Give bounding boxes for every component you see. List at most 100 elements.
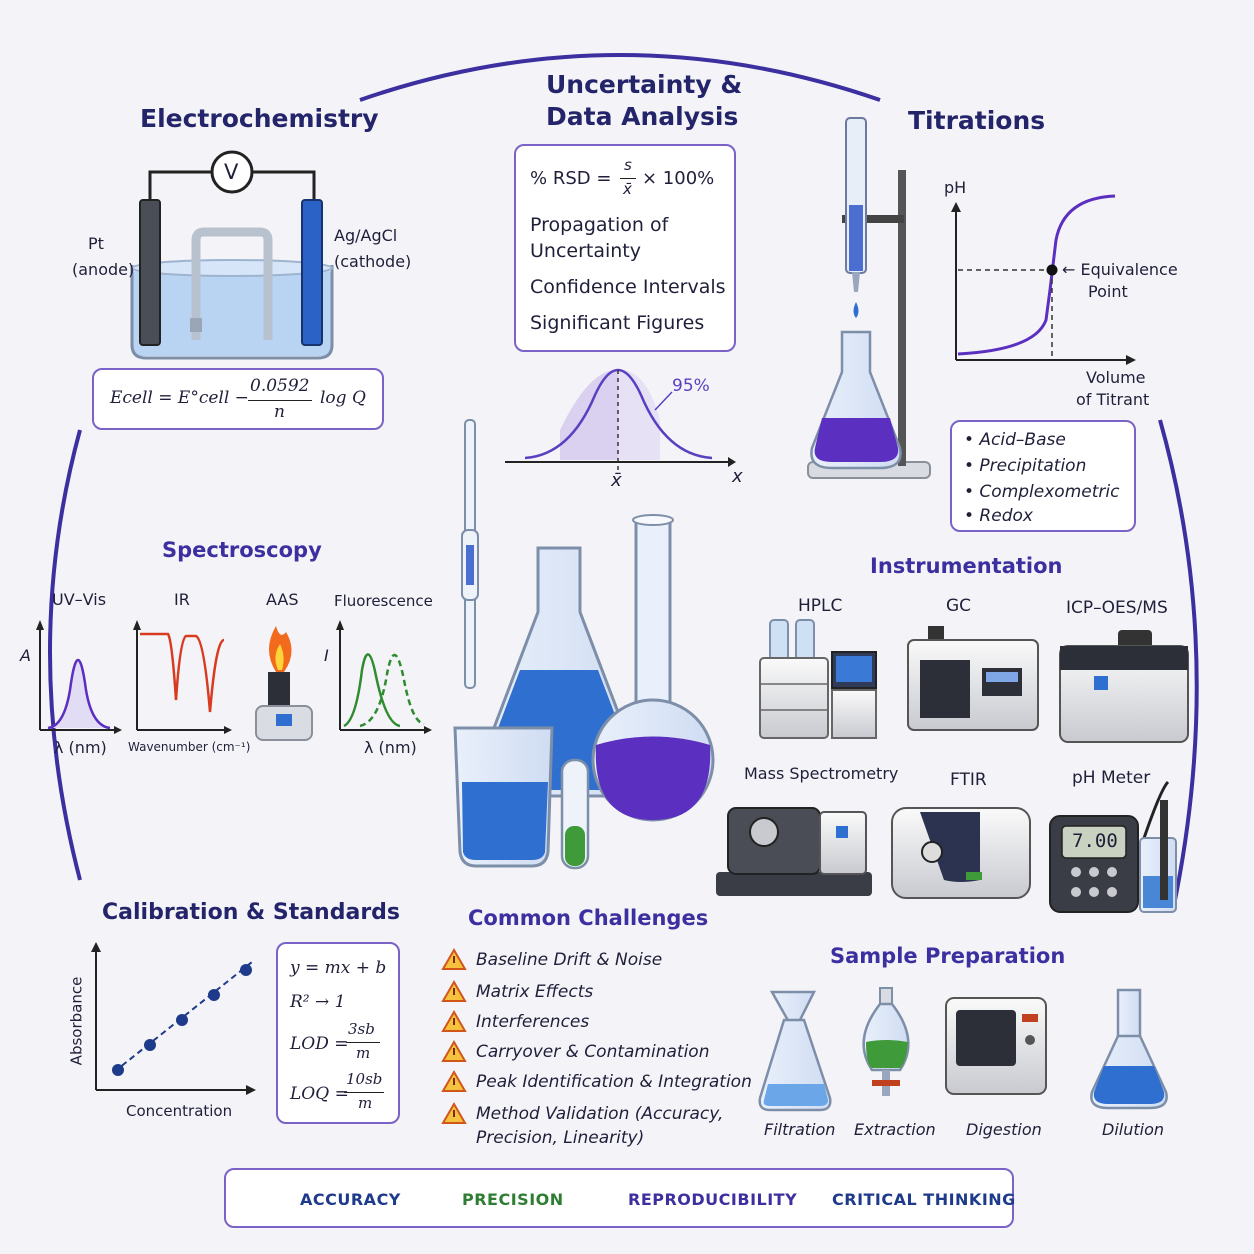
titrations-title: Titrations: [908, 106, 1046, 135]
equivalence-label-1: ← Equivalence: [1062, 260, 1178, 279]
hplc-drawing: [759, 619, 877, 739]
decorative-arc-right: [1158, 419, 1199, 901]
titration-curve: [951, 194, 1136, 365]
icp-label: ICP–OES/MS: [1066, 598, 1168, 618]
digestion-label: Digestion: [966, 1120, 1042, 1139]
cathode-label-2: (cathode): [334, 252, 412, 271]
fl-x-axis: λ (nm): [364, 738, 417, 757]
nernst-lhs: Ecell = E°cell −: [110, 388, 249, 408]
calibration-point: [240, 964, 252, 976]
central-glassware: [453, 419, 715, 870]
titration-type: • Complexometric: [964, 482, 1120, 502]
ftir-drawing: [891, 807, 1031, 899]
ir-x-axis: Wavenumber (cm⁻¹): [128, 740, 251, 754]
ir-plot: [133, 620, 232, 734]
uncertainty-title-1: Uncertainty &: [546, 70, 743, 99]
extraction-drawing: [862, 987, 910, 1096]
nernst-denominator: n: [274, 402, 285, 422]
x-axis-label: x: [732, 466, 743, 487]
filtration-label: Filtration: [764, 1120, 836, 1139]
challenge-item: Peak Identification & Integration: [476, 1072, 752, 1092]
nernst-numerator: 0.0592: [250, 376, 310, 396]
loq-label: LOQ =: [290, 1084, 349, 1104]
calibration-point: [176, 1014, 188, 1026]
challenges-title: Common Challenges: [468, 906, 709, 930]
absorbance-axis-label: Absorbance: [67, 976, 86, 1066]
warning-icons: [441, 948, 467, 1124]
lod-denominator: m: [356, 1044, 371, 1062]
electrochemistry-title: Electrochemistry: [140, 104, 379, 133]
uncertainty-title-2: Data Analysis: [546, 102, 739, 131]
r-squared: R² → 1: [290, 992, 346, 1012]
ph-reading: 7.00: [1072, 830, 1118, 852]
digestion-drawing: [945, 997, 1047, 1095]
uncertainty-item: Propagation of: [530, 214, 669, 236]
dilution-drawing: [1090, 988, 1168, 1110]
critical-thinking-label: CRITICAL THINKING: [832, 1190, 1016, 1209]
reproducibility-label: REPRODUCIBILITY: [628, 1190, 798, 1209]
challenge-item: Baseline Drift & Noise: [476, 950, 663, 970]
equivalence-label-2: Point: [1088, 282, 1128, 301]
loq-denominator: m: [358, 1094, 373, 1112]
uv-x-axis: λ (nm): [54, 738, 107, 757]
extraction-label: Extraction: [854, 1120, 936, 1139]
calibration-point: [112, 1064, 124, 1076]
calibration-points: [112, 964, 252, 1076]
ph-axis-label: pH: [944, 178, 967, 197]
titration-type: • Precipitation: [964, 456, 1087, 476]
uncertainty-item: Confidence Intervals: [530, 276, 726, 298]
uv-y-axis: A: [20, 646, 31, 665]
calibration-point: [144, 1039, 156, 1051]
precision-label: PRECISION: [462, 1190, 564, 1209]
normal-distribution-drawing: [505, 368, 736, 470]
rsd-prefix: % RSD =: [530, 168, 612, 189]
mass-spec-label: Mass Spectrometry: [744, 764, 899, 783]
fluorescence-plot: [336, 620, 432, 734]
ir-label: IR: [174, 590, 190, 609]
values-footer: ACCURACY PRECISION REPRODUCIBILITY CRITI…: [224, 1168, 1016, 1228]
anode-label-2: (anode): [72, 260, 135, 279]
challenge-item: Precision, Linearity): [476, 1128, 645, 1148]
rsd-denominator: x̄: [623, 180, 632, 198]
uv-vis-plot: [36, 620, 122, 734]
voltmeter-label: V: [224, 160, 239, 184]
mean-label: x̄: [611, 470, 622, 491]
decorative-arc-left: [48, 429, 82, 881]
fl-y-axis: I: [324, 646, 329, 665]
concentration-axis-label: Concentration: [126, 1102, 233, 1120]
icp-drawing: [1059, 630, 1189, 743]
rsd-suffix: × 100%: [642, 168, 715, 189]
gc-label: GC: [946, 596, 972, 616]
instrumentation-title: Instrumentation: [870, 554, 1063, 578]
uncertainty-item: Uncertainty: [530, 240, 642, 262]
challenge-item: Interferences: [476, 1012, 590, 1032]
challenge-item: Matrix Effects: [476, 982, 594, 1002]
dilution-label: Dilution: [1102, 1120, 1164, 1139]
accuracy-label: ACCURACY: [300, 1190, 401, 1209]
nernst-tail: log Q: [320, 388, 366, 408]
fluorescence-label: Fluorescence: [334, 592, 433, 610]
rsd-numerator: s: [624, 156, 632, 174]
ph-meter-drawing: [1049, 780, 1177, 913]
volume-label-2: of Titrant: [1076, 390, 1150, 409]
cathode-label-1: Ag/AgCl: [334, 226, 398, 245]
titration-type: • Redox: [964, 506, 1033, 526]
loq-numerator: 10sb: [346, 1070, 383, 1088]
volume-label-1: Volume: [1086, 368, 1146, 387]
aas-burner: [255, 626, 313, 741]
electrochemical-cell-drawing: [130, 150, 334, 360]
uncertainty-item: Significant Figures: [530, 312, 705, 334]
challenge-item: Carryover & Contamination: [476, 1042, 710, 1062]
spectroscopy-title: Spectroscopy: [162, 538, 322, 562]
filtration-drawing: [758, 990, 832, 1112]
hplc-label: HPLC: [798, 596, 843, 616]
calibration-plot: [91, 942, 256, 1095]
sample-prep-title: Sample Preparation: [830, 944, 1066, 968]
lod-numerator: 3sb: [348, 1020, 375, 1038]
uv-vis-label: UV–Vis: [52, 590, 107, 609]
ph-meter-label: pH Meter: [1072, 768, 1151, 788]
gc-drawing: [907, 626, 1039, 731]
uncertainty-box: % RSD = s x̄ × 100% Propagation of Uncer…: [514, 144, 736, 352]
